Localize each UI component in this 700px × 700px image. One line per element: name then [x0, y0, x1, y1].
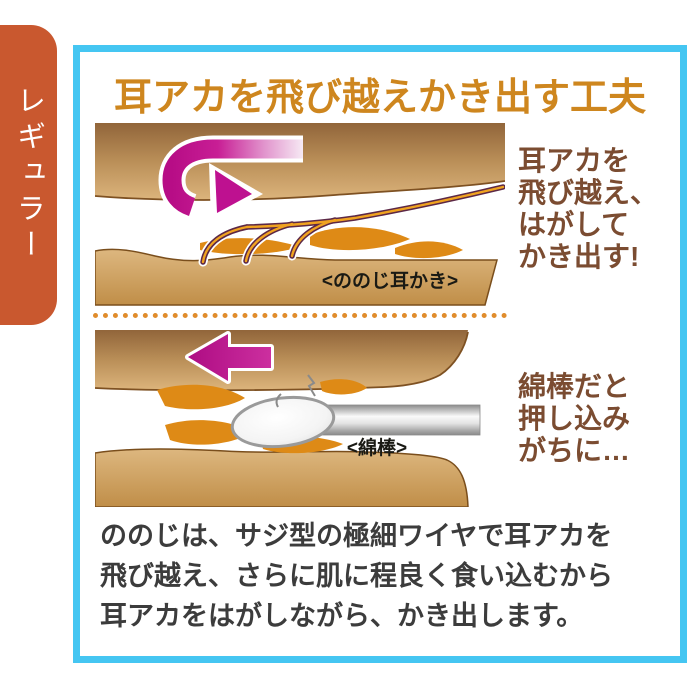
canal-wall-bottom: [95, 448, 469, 507]
caption-nonoji: 耳アカを 飛び越え、 はがして かき出す!: [518, 145, 683, 273]
description-line: 耳アカをはがしながら、かき出します。: [100, 601, 584, 631]
caption-line: 綿棒だと: [518, 371, 631, 402]
left-arrow-icon: [185, 331, 274, 384]
caption-line: がちに…: [518, 435, 631, 466]
description-line: ののじは、サジ型の極細ワイヤで耳アカを: [100, 521, 613, 551]
ear-canal-illustration-cotton-swab: <綿棒>: [95, 330, 481, 507]
swab-stick: [319, 404, 481, 436]
canal-wall-top: [95, 330, 468, 391]
cotton-swab-label: <綿棒>: [347, 436, 407, 459]
description-line: 飛び越え、さらに肌に程良く食い込むから: [100, 561, 613, 591]
variant-tab-regular: レギュラー: [0, 25, 57, 325]
caption-line: 飛び越え、: [518, 177, 659, 208]
ear-canal-illustration-nonoji: <ののじ耳かき>: [95, 123, 505, 306]
fine-wire: [198, 182, 505, 267]
description-text: ののじは、サジ型の極細ワイヤで耳アカを 飛び越え、さらに肌に程良く食い込むから …: [100, 516, 675, 636]
explanation-panel: 耳アカを飛び越えかき出す工夫: [73, 45, 687, 663]
swab-tip: [230, 395, 336, 449]
caption-line: はがして: [518, 209, 630, 240]
caption-line: かき出す!: [518, 241, 640, 272]
variant-tab-label: レギュラー: [12, 85, 45, 265]
u-turn-arrow-icon: [158, 135, 303, 222]
caption-line: 耳アカを: [518, 145, 631, 176]
canal-wall-bottom: [95, 248, 498, 306]
nonoji-label: <ののじ耳かき>: [322, 270, 458, 292]
caption-cotton-swab: 綿棒だと 押し込み がちに…: [518, 371, 683, 467]
caption-line: 押し込み: [518, 403, 631, 434]
panel-title: 耳アカを飛び越えかき出す工夫: [113, 77, 646, 119]
dotted-divider: [93, 313, 507, 318]
stress-marks: [275, 374, 316, 408]
